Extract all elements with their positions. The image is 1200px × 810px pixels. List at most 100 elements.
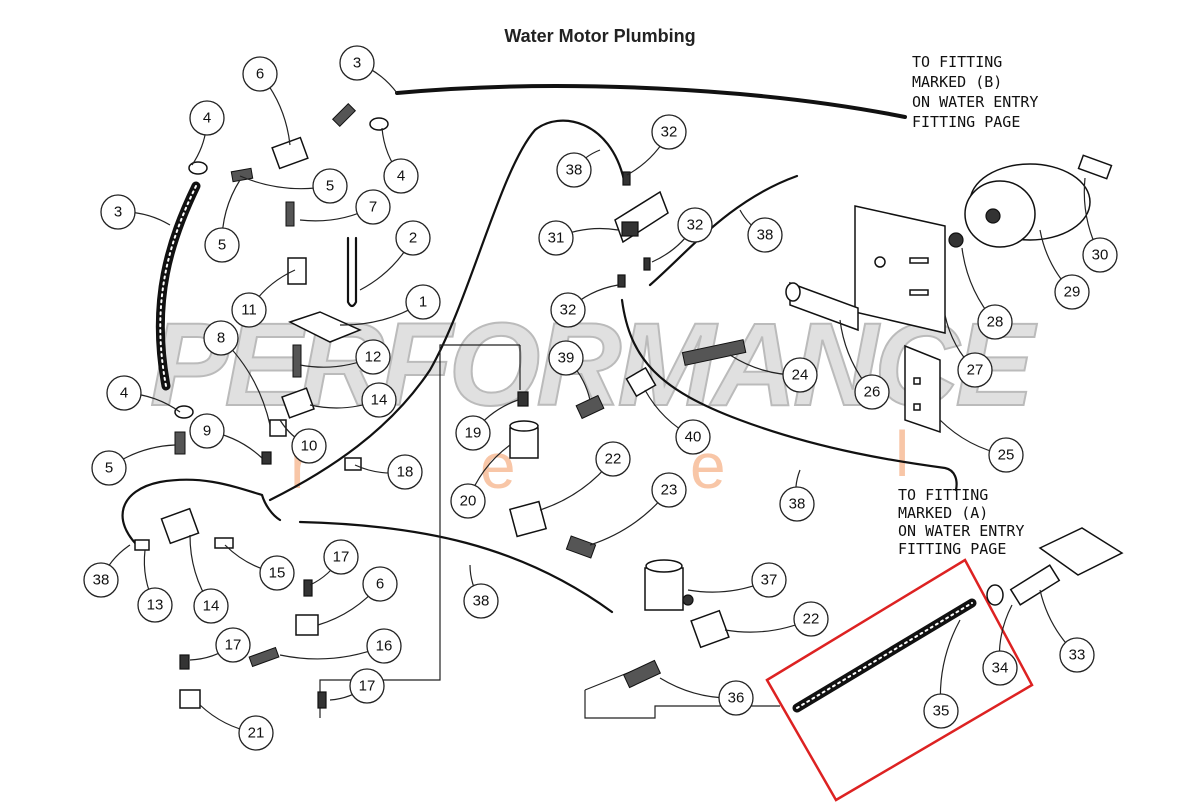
callout-circle	[204, 227, 240, 263]
part-21-block	[179, 689, 201, 709]
callout-label: 23	[661, 482, 678, 499]
part-17-fitting-a	[303, 579, 313, 597]
callout-circle	[231, 292, 267, 328]
part-25-plate	[904, 344, 941, 434]
callout-label: 38	[566, 162, 583, 179]
callout-circle	[988, 437, 1024, 473]
part-29-water-motor	[948, 154, 1113, 248]
callout-circle	[651, 472, 687, 508]
callout-circle	[83, 562, 119, 598]
callout-35: 35	[923, 693, 959, 729]
part-17-fitting-b	[179, 654, 190, 670]
callout-15: 15	[259, 555, 295, 591]
callout-label: 12	[365, 349, 382, 366]
callout-circle	[215, 627, 251, 663]
tube-38-right-lower	[620, 298, 958, 492]
part-27-plate	[854, 205, 946, 334]
callout-22: 22	[595, 441, 631, 477]
callout-label: 22	[605, 451, 622, 468]
part-11-valve	[287, 257, 307, 285]
callout-circle	[339, 45, 375, 81]
callout-label: 7	[369, 199, 377, 216]
callout-circle	[291, 428, 327, 464]
callout-label: 14	[371, 392, 388, 409]
callout-circle	[1082, 237, 1118, 273]
callout-7: 7	[355, 189, 391, 225]
part-7-pipe	[285, 201, 295, 227]
callout-circle	[91, 450, 127, 486]
callout-29: 29	[1054, 274, 1090, 310]
callout-5: 5	[312, 168, 348, 204]
callout-32: 32	[677, 207, 713, 243]
callout-label: 11	[241, 302, 257, 319]
callout-circle	[779, 486, 815, 522]
callout-label: 22	[803, 611, 820, 628]
callout-circle	[747, 217, 783, 253]
part-32-fitting-a	[622, 171, 631, 186]
callout-38: 38	[556, 152, 592, 188]
callout-label: 1	[419, 294, 427, 311]
callout-circle	[106, 375, 142, 411]
callout-28: 28	[977, 304, 1013, 340]
callout-circle	[189, 100, 225, 136]
callout-19: 19	[455, 415, 491, 451]
callout-circle	[395, 220, 431, 256]
tube-38-lower-left	[121, 478, 264, 550]
part-17-fitting-c	[317, 691, 327, 709]
callout-label: 32	[560, 302, 577, 319]
callout-20: 20	[450, 483, 486, 519]
callout-10: 10	[291, 428, 327, 464]
part-20-valve	[509, 420, 539, 459]
callout-label: 3	[114, 204, 122, 221]
part-6-tee	[271, 136, 309, 170]
callout-label: 37	[761, 572, 778, 589]
callout-38: 38	[463, 583, 499, 619]
callout-circle	[361, 382, 397, 418]
part-31-valve	[614, 190, 669, 244]
callout-5: 5	[204, 227, 240, 263]
callout-26: 26	[854, 374, 890, 410]
callout-circle	[312, 168, 348, 204]
callout-label: 33	[1069, 647, 1086, 664]
part-14-coupler-lower	[160, 507, 200, 545]
callout-38: 38	[747, 217, 783, 253]
callout-8: 8	[203, 320, 239, 356]
callout-circle	[463, 583, 499, 619]
callout-label: 35	[933, 703, 950, 720]
part-1-plate	[288, 311, 362, 343]
tube-38-main	[268, 119, 626, 502]
part-12-pipe	[292, 344, 302, 378]
part-32-fitting-b	[643, 257, 651, 271]
callout-3: 3	[100, 194, 136, 230]
callout-17: 17	[215, 627, 251, 663]
part-24-nipple	[681, 339, 747, 366]
callout-circle	[203, 320, 239, 356]
callout-label: 25	[998, 447, 1015, 464]
callout-14: 14	[193, 588, 229, 624]
callout-34: 34	[982, 650, 1018, 686]
callout-label: 39	[558, 350, 575, 367]
callout-38: 38	[779, 486, 815, 522]
callout-39: 39	[548, 340, 584, 376]
part-5-nipple-right	[331, 102, 357, 128]
part-19-fitting	[517, 391, 529, 407]
callout-3: 3	[339, 45, 375, 81]
part-4-clamp-right	[369, 117, 389, 131]
callout-17: 17	[349, 668, 385, 704]
callout-31: 31	[538, 220, 574, 256]
callout-label: 32	[687, 217, 704, 234]
callout-label: 9	[203, 423, 211, 440]
callout-circle	[189, 413, 225, 449]
callout-circle	[595, 441, 631, 477]
callout-label: 31	[548, 230, 565, 247]
part-39-spring	[575, 394, 605, 420]
callout-label: 2	[409, 230, 417, 247]
highlight-box-35	[765, 558, 1034, 802]
callout-label: 8	[217, 330, 225, 347]
callout-label: 24	[792, 367, 809, 384]
callout-11: 11	[231, 292, 267, 328]
callout-label: 28	[987, 314, 1004, 331]
callout-37: 37	[751, 562, 787, 598]
callout-circle	[782, 357, 818, 393]
